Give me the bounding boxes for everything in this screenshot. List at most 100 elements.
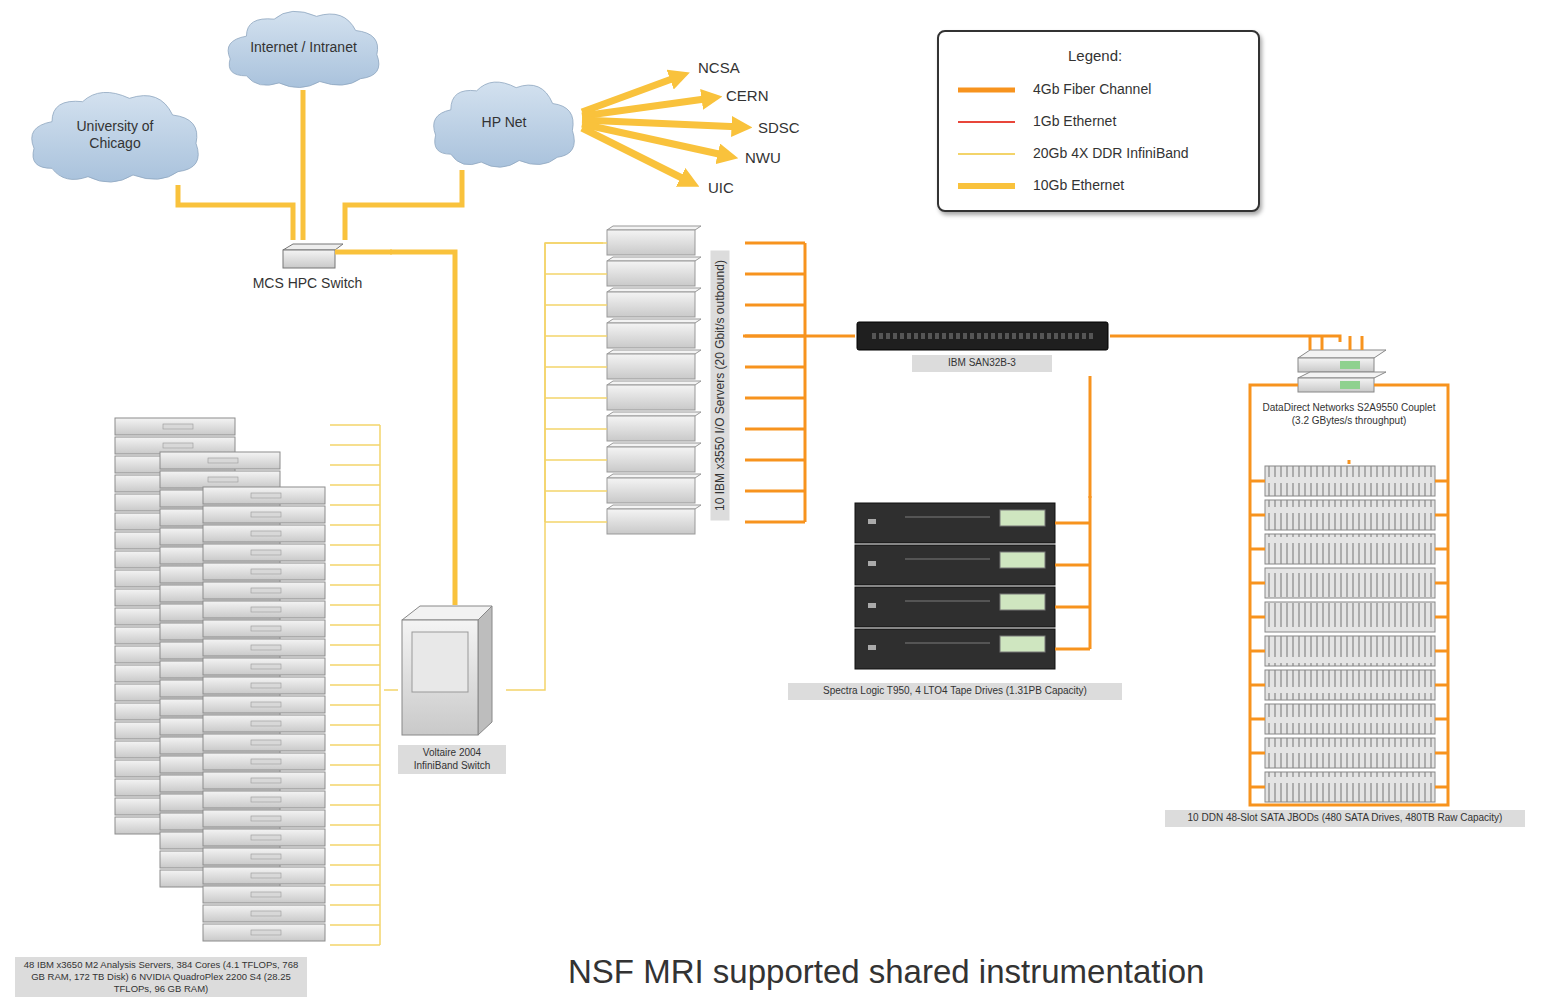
switch-label: MCS HPC Switch	[225, 275, 390, 293]
io-server-unit	[607, 261, 695, 286]
fiber-link	[745, 242, 805, 245]
legend-text: 20Gb 4X DDR InfiniBand	[1033, 145, 1189, 161]
network-link	[390, 252, 455, 605]
infiniband-link	[330, 764, 380, 766]
infiniband-bus	[379, 425, 381, 945]
server-unit	[203, 639, 325, 656]
io-server-unit	[607, 447, 695, 472]
disk-array-label: 10 DDN 48-Slot SATA JBODs (480 SATA Driv…	[1165, 810, 1525, 827]
server-unit	[203, 601, 325, 618]
server-top	[607, 443, 701, 447]
server-unit	[203, 525, 325, 542]
storage-controller-icon	[1298, 350, 1386, 392]
server-top	[607, 288, 701, 292]
server-bay	[251, 911, 281, 916]
server-bay	[208, 458, 238, 463]
jbod-enclosure	[1265, 772, 1435, 802]
io-server-unit	[607, 385, 695, 410]
server-top	[607, 257, 701, 261]
infiniband-link	[330, 624, 380, 626]
server-top	[607, 505, 701, 509]
server-unit	[203, 506, 325, 523]
jbod-enclosure	[1265, 738, 1435, 768]
server-bay	[251, 721, 281, 726]
server-bay	[208, 477, 238, 482]
server-unit	[203, 905, 325, 922]
server-unit	[203, 829, 325, 846]
server-top	[607, 474, 701, 478]
server-bay	[251, 683, 281, 688]
site-label: NCSA	[698, 59, 740, 76]
infiniband-link	[545, 428, 607, 430]
network-link	[384, 689, 398, 691]
tape-slot	[905, 642, 990, 644]
cluster-label: 48 IBM x3650 M2 Analysis Servers, 384 Co…	[15, 957, 307, 997]
fiber-link	[1435, 650, 1448, 653]
legend-text: 4Gb Fiber Channel	[1033, 81, 1151, 97]
site-label: UIC	[708, 179, 734, 196]
server-bay	[251, 740, 281, 745]
tape-slot	[905, 600, 990, 602]
site-label: SDSC	[758, 119, 800, 136]
tape-drive	[855, 503, 1055, 543]
server-unit	[203, 715, 325, 732]
fiber-bus	[804, 243, 807, 522]
infiniband-link	[330, 844, 380, 846]
site-label: NWU	[745, 149, 781, 166]
io-server-unit	[607, 292, 695, 317]
server-bay	[251, 892, 281, 897]
network-link	[1110, 336, 1340, 342]
io-server-unit	[607, 354, 695, 379]
legend-text: 1Gb Ethernet	[1033, 113, 1116, 129]
infiniband-link	[545, 366, 607, 368]
cloud-label: Internet / Intranet	[249, 39, 359, 56]
fiber-link	[1055, 648, 1090, 651]
tape-led	[868, 561, 876, 566]
fiber-link	[745, 304, 805, 307]
server-bay	[251, 816, 281, 821]
infiniband-switch-icon	[402, 606, 492, 735]
infiniband-link	[330, 704, 380, 706]
server-top	[607, 319, 701, 323]
fiber-link	[1250, 548, 1265, 551]
server-group-label: 10 IBM x3550 I/O Servers (20 Gbit/s outb…	[711, 250, 730, 520]
server-unit	[203, 810, 325, 827]
server-unit	[203, 772, 325, 789]
server-unit	[115, 437, 235, 454]
infiniband-link	[330, 724, 380, 726]
tape-display	[1000, 552, 1045, 568]
server-bay	[251, 588, 281, 593]
network-link	[743, 335, 855, 338]
infiniband-link	[330, 784, 380, 786]
network-cloud: University of Chicago	[25, 85, 205, 185]
network-link	[178, 185, 293, 240]
infiniband-link	[330, 924, 380, 926]
jbod-enclosure	[1265, 602, 1435, 632]
outbound-arrows	[582, 76, 742, 182]
fiber-link	[1309, 336, 1312, 350]
fiber-loop	[1250, 385, 1448, 805]
tape-led	[868, 519, 876, 524]
tape-slot	[905, 516, 990, 518]
fiber-link	[1055, 522, 1090, 525]
server-unit	[203, 924, 325, 941]
fiber-link	[1055, 564, 1090, 567]
server-bay	[251, 664, 281, 669]
legend-sample	[958, 153, 1015, 155]
infiniband-link	[330, 884, 380, 886]
hardware-node: MCS HPC Switch	[225, 240, 390, 300]
server-top	[607, 350, 701, 354]
hardware-node: DataDirect Networks S2A9550 Couplet (3.2…	[1258, 342, 1440, 460]
fiber-link	[1435, 616, 1448, 619]
fiber-link	[745, 459, 805, 462]
fiber-link	[745, 490, 805, 493]
controller-label: DataDirect Networks S2A9550 Couplet (3.2…	[1260, 402, 1438, 427]
server-bay	[251, 759, 281, 764]
tape-drive	[855, 587, 1055, 627]
server-unit	[203, 734, 325, 751]
infiniband-link	[330, 444, 380, 446]
server-unit	[203, 563, 325, 580]
server-bay	[251, 702, 281, 707]
infiniband-link	[330, 464, 380, 466]
infiniband-link	[330, 524, 380, 526]
